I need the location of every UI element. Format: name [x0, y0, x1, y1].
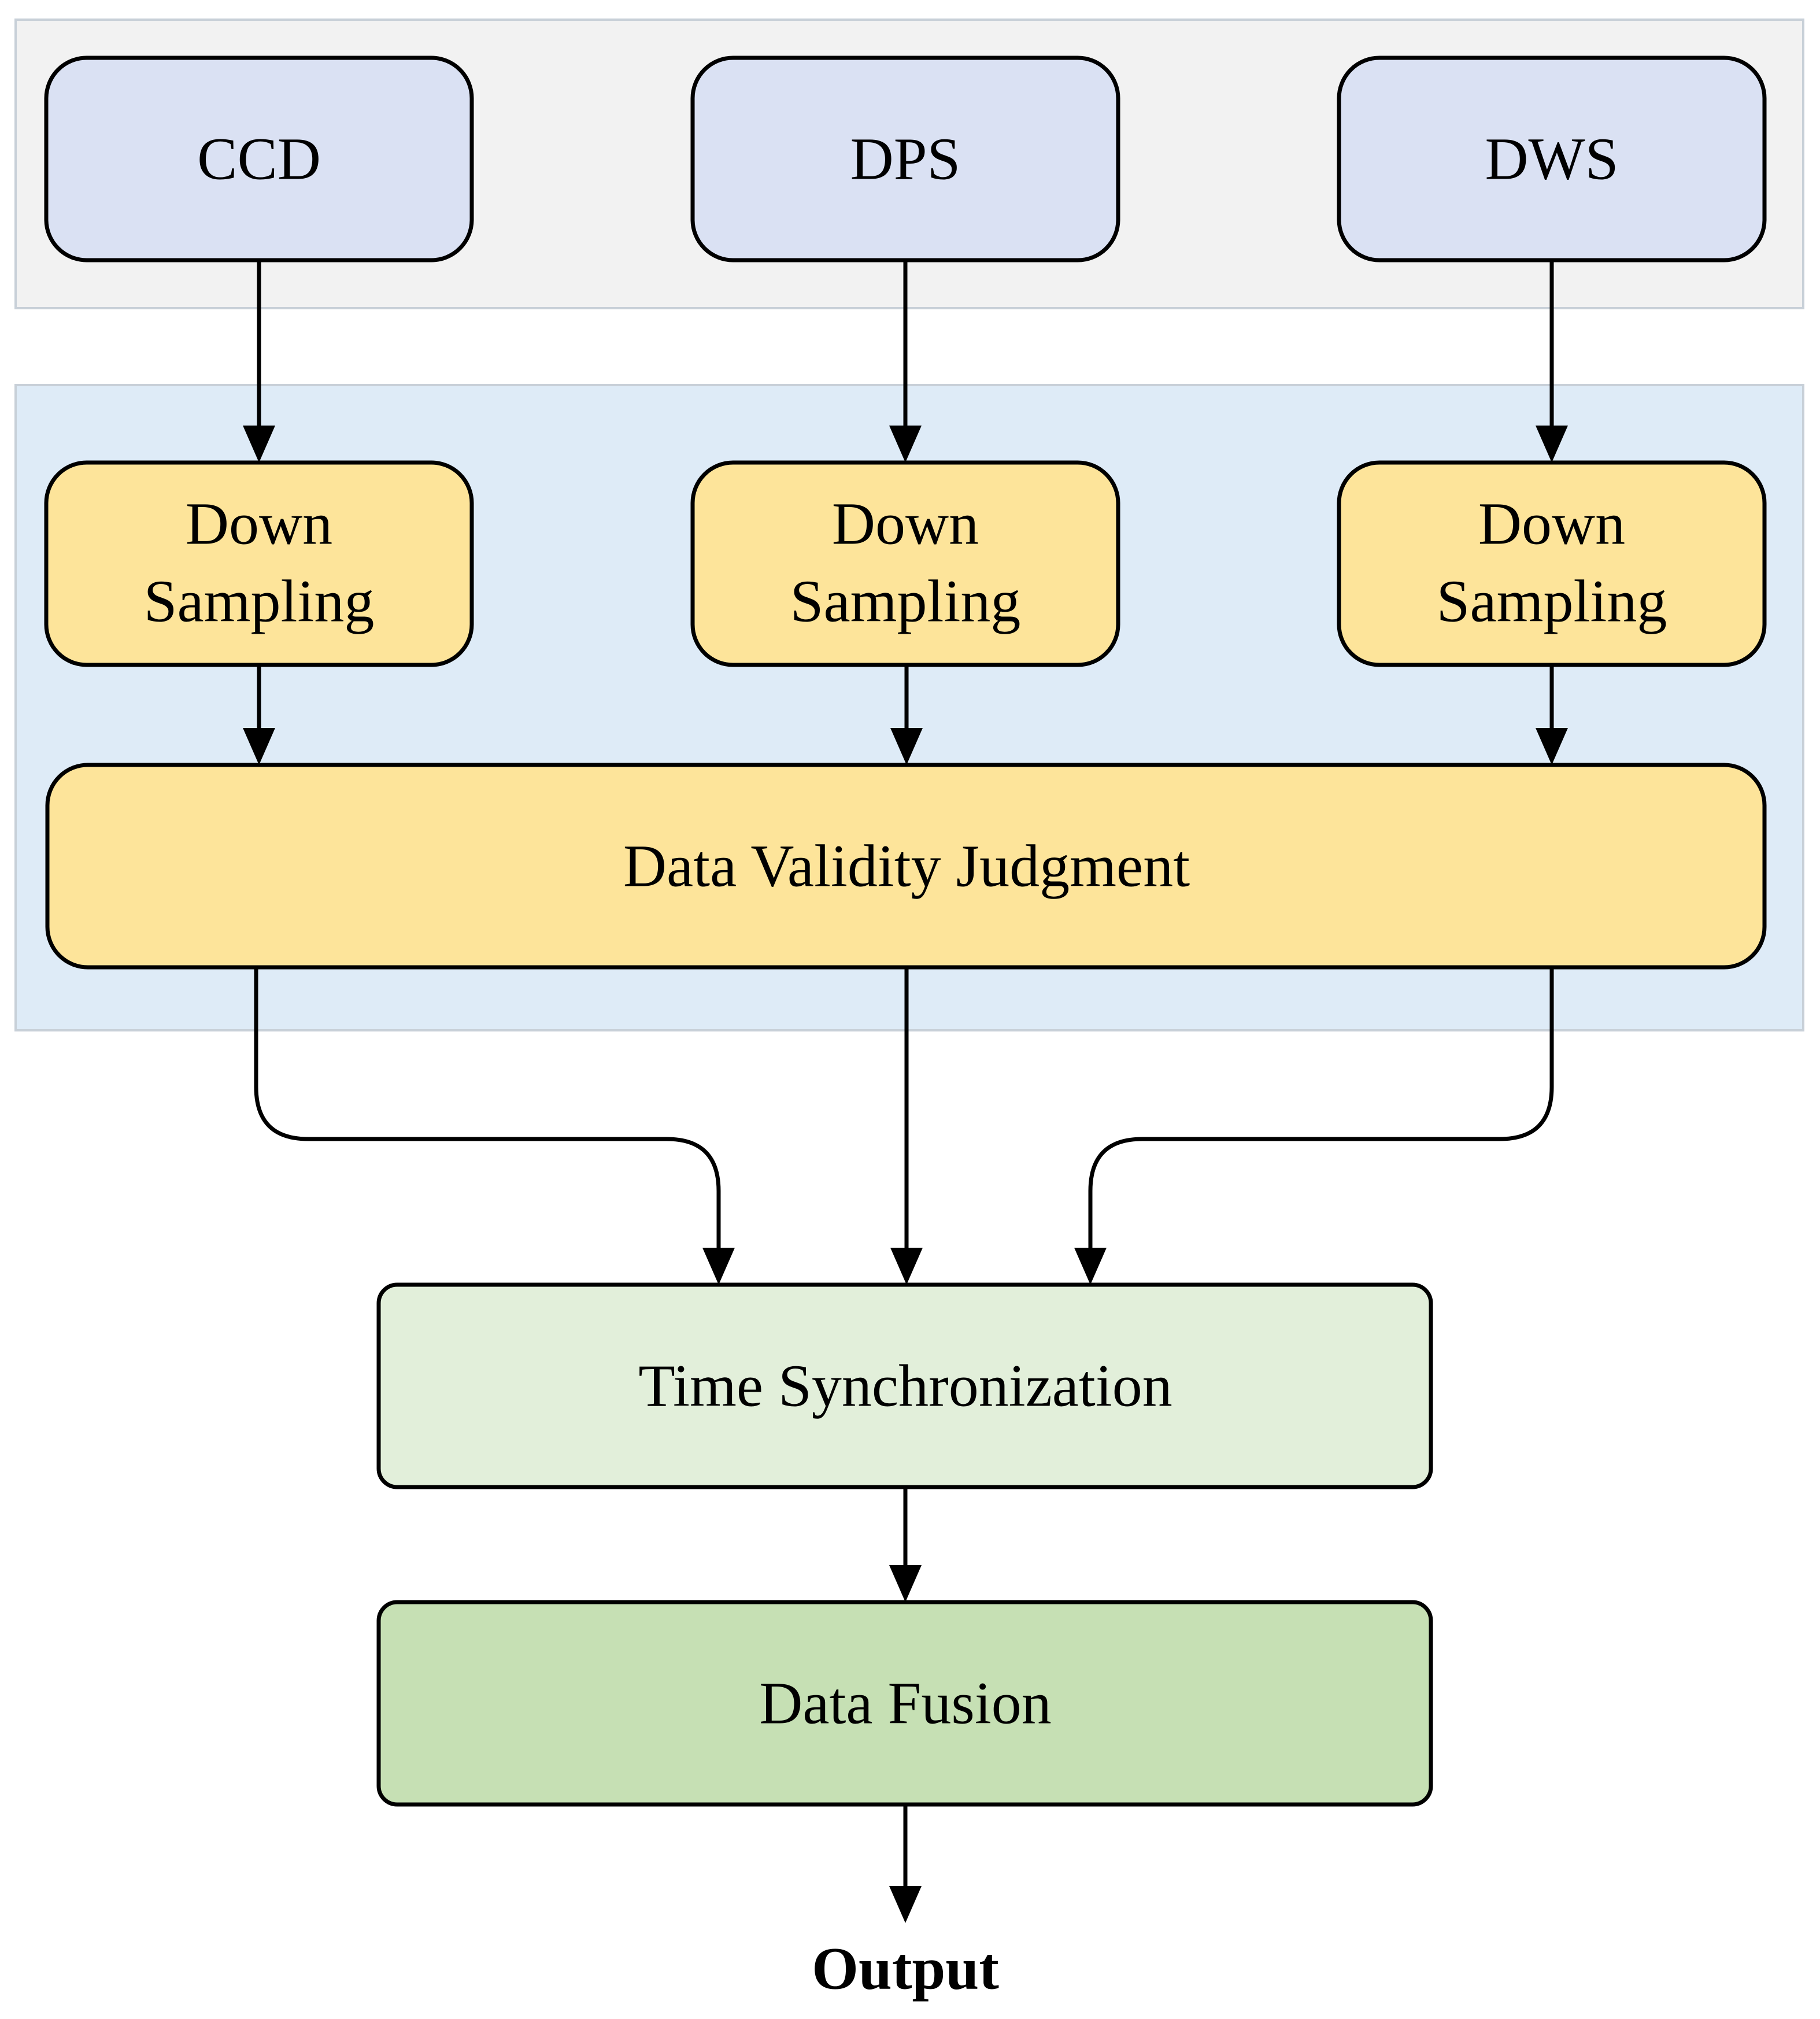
node-ccd: CCD [44, 56, 474, 262]
node-data-fusion-label: Data Fusion [759, 1670, 1052, 1737]
edge-validity-right-to-time-sync [1074, 967, 1554, 1285]
node-dws: DWS [1337, 56, 1767, 262]
node-down-sampling-2-line2: Sampling [790, 568, 1021, 635]
edge-validity-center-to-time-sync [890, 967, 923, 1285]
edge-time-sync-to-fusion [889, 1487, 922, 1602]
node-dps: DPS [690, 56, 1120, 262]
node-data-validity-judgment-label: Data Validity Judgment [623, 833, 1190, 900]
node-dws-label: DWS [1485, 126, 1618, 193]
node-dps-label: DPS [850, 126, 961, 193]
node-down-sampling-2: Down Sampling [690, 460, 1120, 667]
node-time-synchronization: Time Synchronization [376, 1282, 1433, 1489]
edge-dps-to-down-sampling-2 [889, 260, 922, 463]
edge-down-sampling-2-to-validity [890, 665, 923, 765]
node-time-synchronization-label: Time Synchronization [638, 1353, 1172, 1419]
edge-down-sampling-3-to-validity [1536, 665, 1568, 765]
node-ccd-label: CCD [197, 126, 321, 193]
node-down-sampling-2-line1: Down [832, 491, 979, 557]
edge-ccd-to-down-sampling-1 [243, 260, 275, 463]
node-data-validity-judgment: Data Validity Judgment [45, 763, 1767, 970]
node-data-fusion: Data Fusion [376, 1600, 1433, 1807]
edge-validity-left-to-time-sync [254, 967, 735, 1285]
edge-dws-to-down-sampling-3 [1536, 260, 1568, 463]
output-label: Output [812, 1936, 999, 2002]
node-down-sampling-3: Down Sampling [1337, 460, 1767, 667]
node-down-sampling-1: Down Sampling [44, 460, 474, 667]
node-down-sampling-3-line2: Sampling [1437, 568, 1667, 635]
node-down-sampling-1-line2: Sampling [144, 568, 375, 635]
edge-down-sampling-1-to-validity [243, 665, 275, 765]
node-down-sampling-3-line1: Down [1478, 491, 1625, 557]
node-down-sampling-1-line1: Down [186, 491, 332, 557]
edge-fusion-to-output [889, 1804, 922, 1923]
